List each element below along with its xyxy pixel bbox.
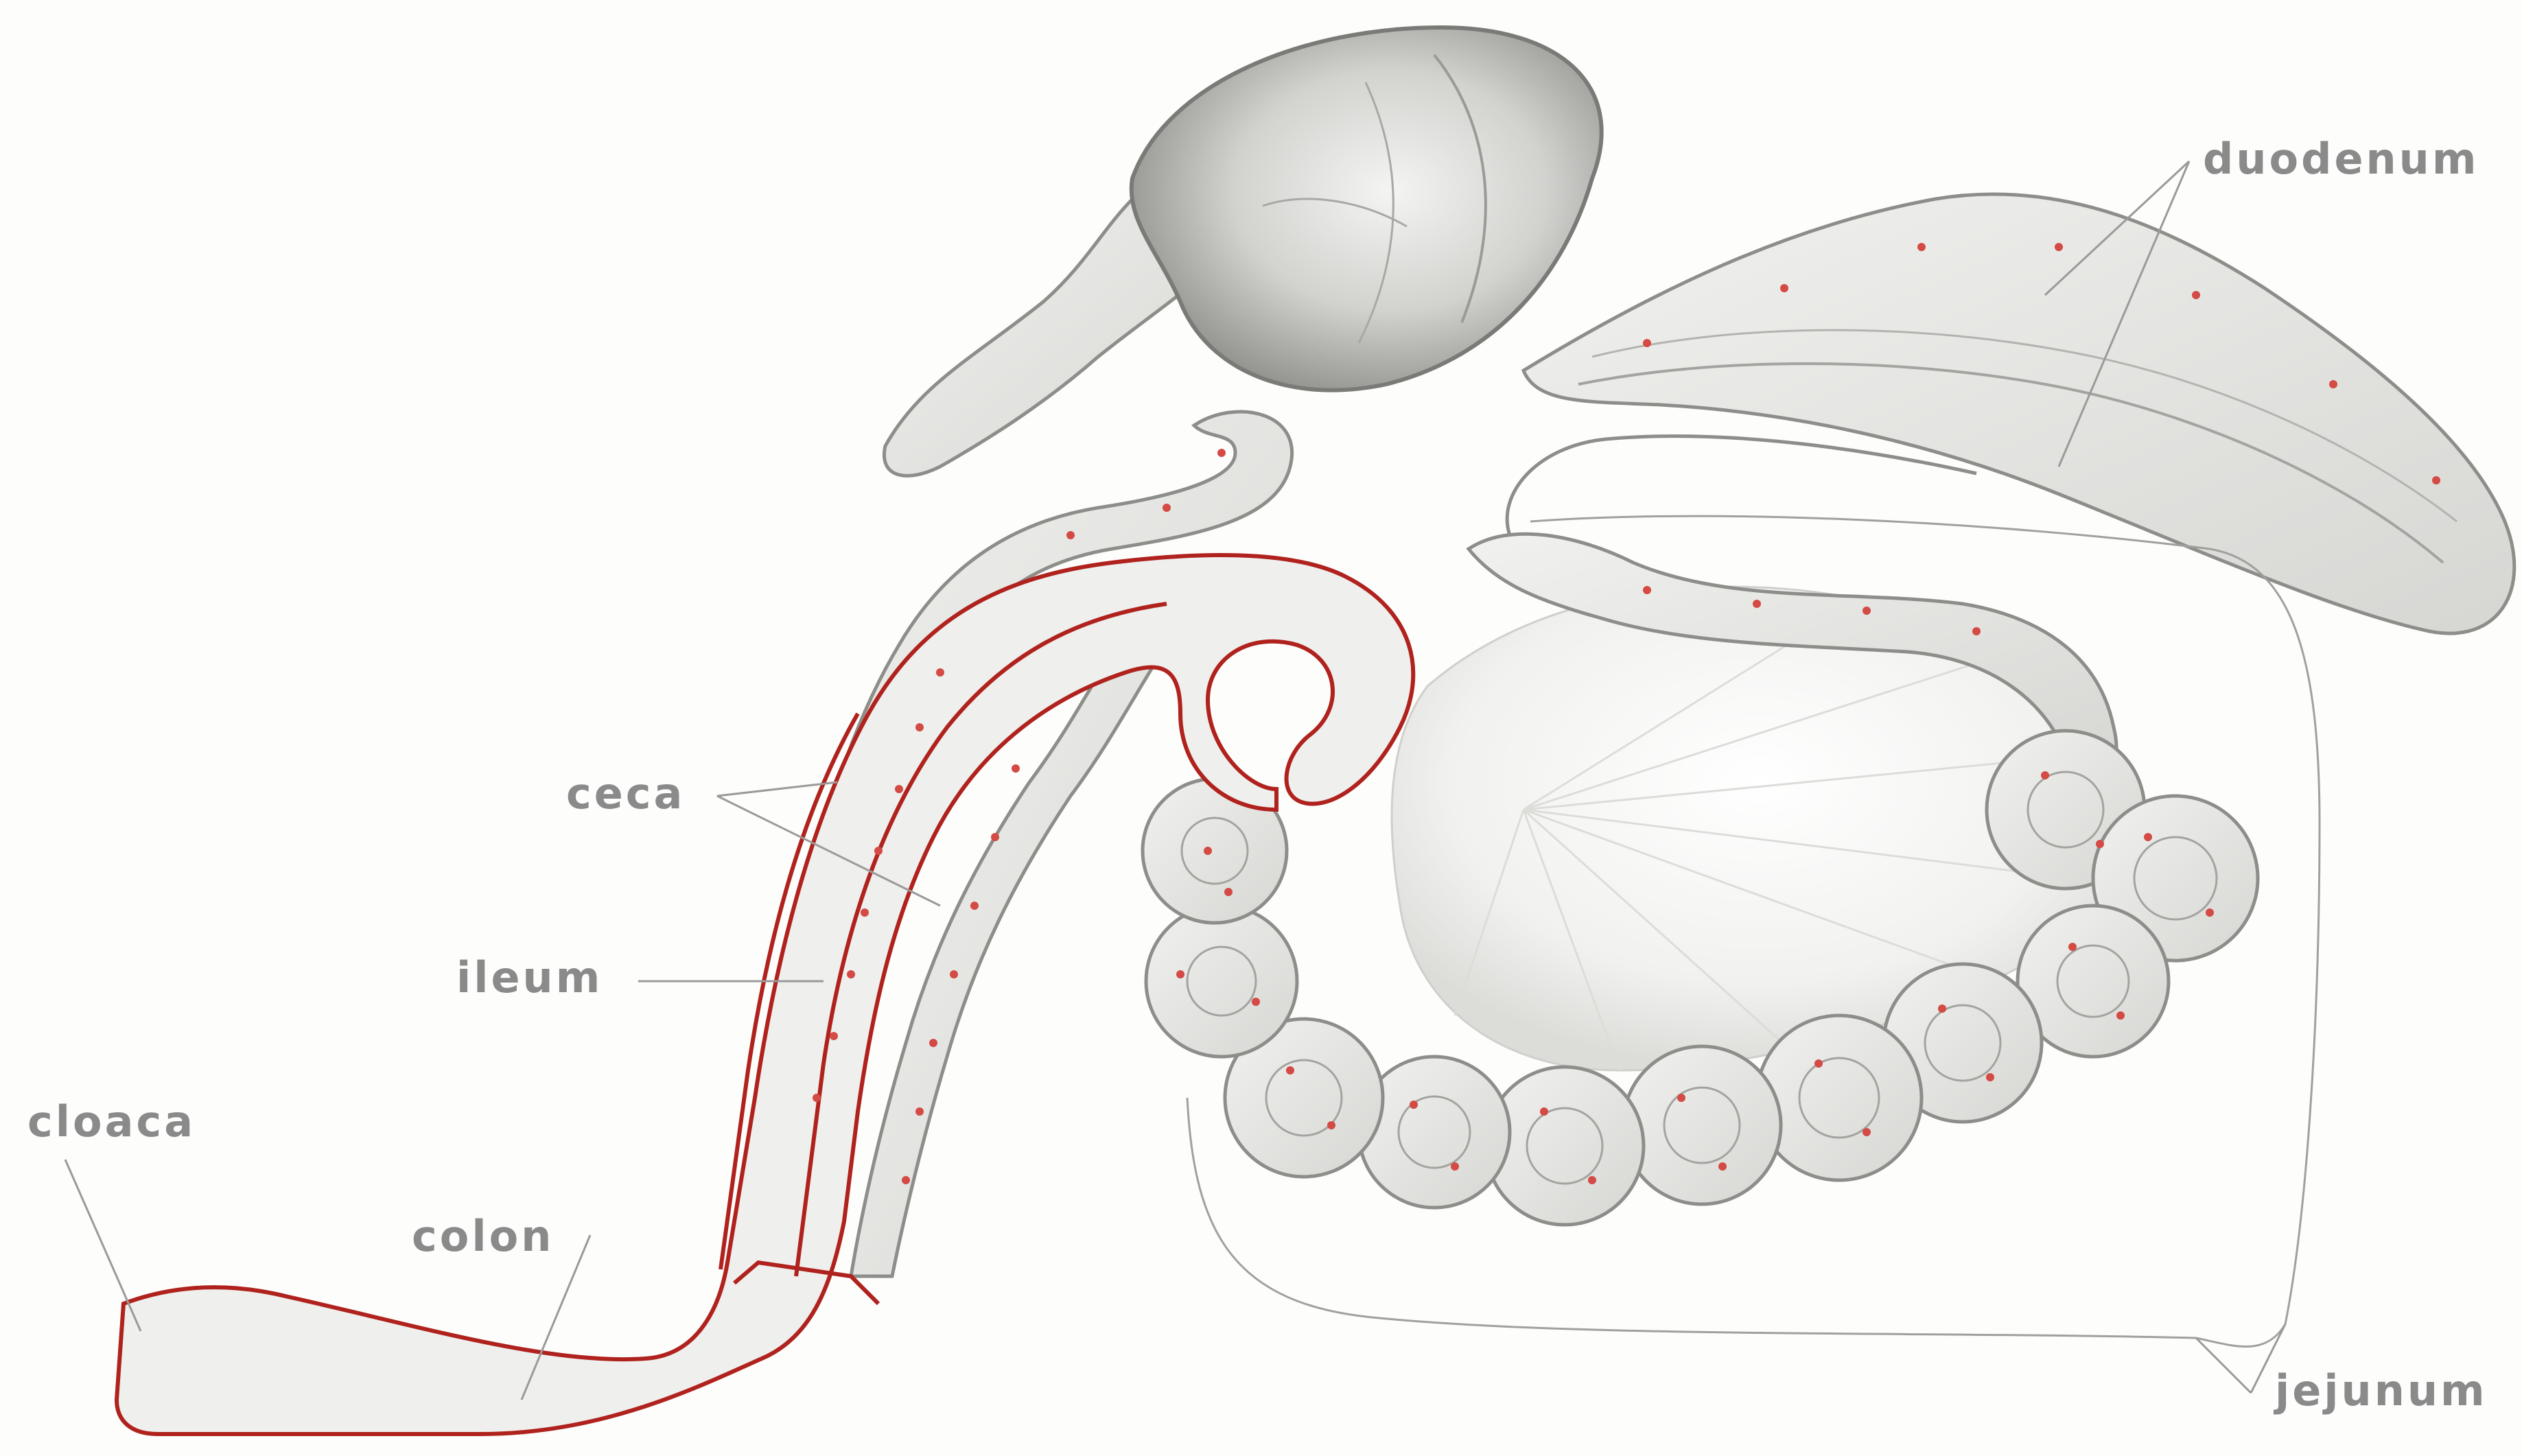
label-cloaca: cloaca bbox=[27, 1096, 196, 1147]
label-duodenum: duodenum bbox=[2203, 134, 2479, 184]
leader-cloaca bbox=[65, 1160, 141, 1331]
gizzard bbox=[884, 27, 1601, 475]
label-ileum: ileum bbox=[456, 952, 603, 1002]
duodenal-loop bbox=[1507, 194, 2514, 633]
label-ceca: ceca bbox=[566, 768, 685, 819]
label-colon: colon bbox=[412, 1211, 554, 1261]
label-jejunum: jejunum bbox=[2275, 1365, 2488, 1416]
